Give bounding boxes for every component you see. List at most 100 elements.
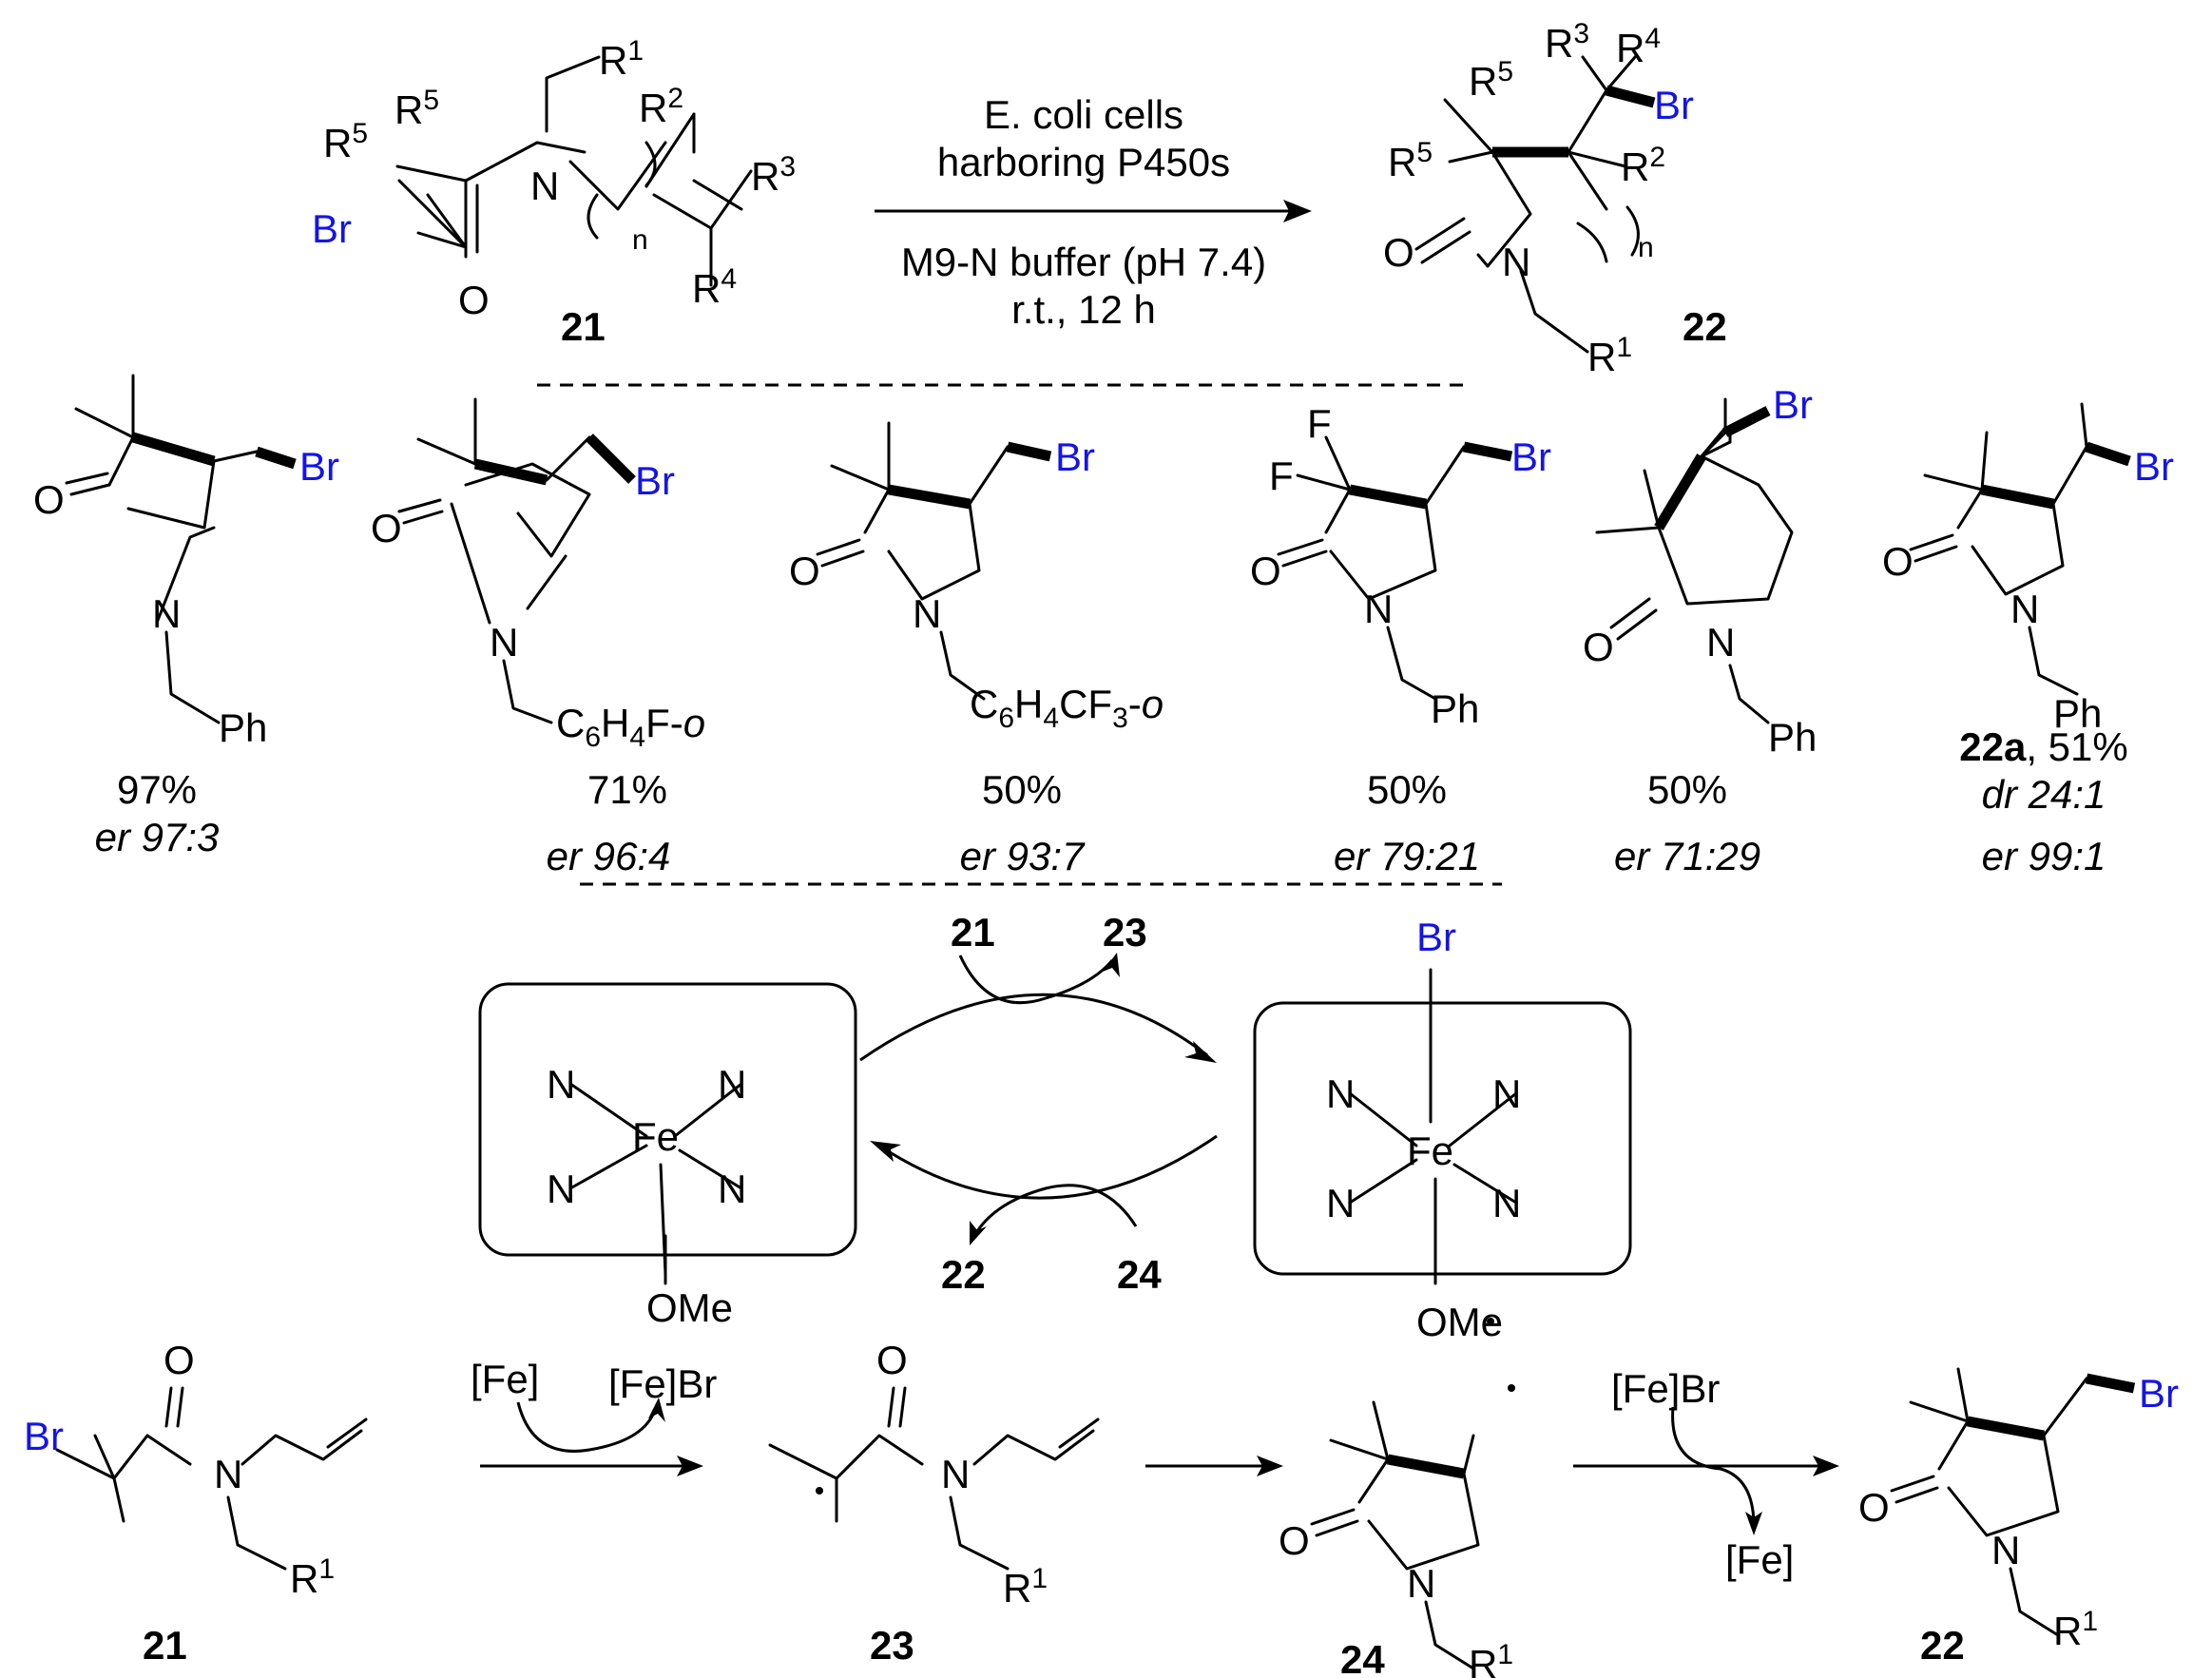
n-label: N	[941, 1452, 970, 1496]
r1-label: R1	[599, 35, 644, 83]
mechanism-21: Br O N R1 21	[24, 1338, 368, 1668]
r1-label: R1	[1587, 332, 1632, 379]
reagent-label: [Fe]	[471, 1357, 539, 1401]
br-label: Br	[312, 206, 352, 251]
conditions-line3: M9-N buffer (pH 7.4)	[901, 240, 1266, 284]
n-label: N	[718, 1062, 746, 1107]
compound-id: 22	[1683, 304, 1727, 349]
n-label: N	[214, 1452, 242, 1496]
f-label: F	[1307, 401, 1332, 446]
compound-id: 23	[870, 1623, 914, 1668]
heme-fe-br: Br N N N N Fe OMe	[1253, 915, 1632, 1344]
r5-label: R5	[323, 118, 368, 165]
mechanism-arrow-1: [Fe] [Fe]Br	[471, 1357, 717, 1476]
n-subscript: n	[1638, 232, 1654, 263]
reaction-arrow: E. coli cells harboring P450s M9-N buffe…	[875, 92, 1312, 332]
product-22: O N R5 R5 R3 R4 Br R2 n R1 22	[1383, 18, 1727, 379]
n-label: N	[1407, 1561, 1435, 1606]
er-value: er 79:21	[1334, 834, 1480, 878]
mechanism-arrow-2-head	[1257, 1456, 1283, 1476]
heme-fe-ii: N N N N Fe OMe	[478, 982, 857, 1330]
br-label: Br	[1055, 434, 1095, 479]
aryl-label: C6H4F-o	[556, 701, 705, 753]
yield: 50%	[1647, 767, 1727, 812]
o-label: O	[371, 506, 402, 550]
n-label: N	[1502, 240, 1530, 284]
r1-label: R1	[1003, 1563, 1048, 1610]
scope-entry-22a: O N Br Ph 22a, 51% dr 24:1 er 99:1	[1882, 402, 2174, 878]
r3-label: R3	[1545, 18, 1589, 66]
r2-label: R2	[639, 83, 683, 130]
o-label: O	[458, 278, 490, 322]
er-value: er 99:1	[1982, 834, 2106, 878]
r5-label: R5	[394, 85, 439, 132]
o-label: O	[1279, 1518, 1310, 1563]
n-label: N	[1492, 1071, 1521, 1116]
n-label: N	[1991, 1528, 2020, 1572]
n-label: N	[2010, 587, 2039, 631]
er-value: er 93:7	[960, 834, 1086, 878]
br-label: Br	[24, 1414, 64, 1458]
n-label: N	[490, 620, 518, 665]
o-label: O	[163, 1338, 195, 1382]
r5-label: R5	[1388, 137, 1433, 184]
conditions-line4: r.t., 12 h	[1011, 287, 1156, 332]
o-label: O	[1583, 625, 1614, 669]
n-subscript: n	[632, 224, 648, 256]
n-label: N	[718, 1167, 746, 1211]
n-label: N	[913, 591, 941, 636]
compound-id: 21	[561, 304, 606, 349]
compound-id: 22	[1920, 1623, 1965, 1668]
o-label: O	[1250, 549, 1281, 593]
dr-value: dr 24:1	[1982, 772, 2106, 817]
o-label: O	[876, 1338, 908, 1382]
n-label: N	[547, 1062, 575, 1107]
f-label: F	[1269, 453, 1294, 498]
er-value: er 97:3	[95, 815, 220, 859]
n-label: N	[530, 164, 559, 208]
ph-label: Ph	[2053, 691, 2102, 736]
br-label: Br	[1511, 434, 1551, 479]
r1-label: R1	[2053, 1606, 2098, 1653]
fe-label: Fe	[1407, 1128, 1453, 1173]
o-label: O	[1858, 1485, 1890, 1530]
ome-label: OMe	[646, 1285, 733, 1330]
br-label: Br	[1654, 83, 1694, 127]
br-label: Br	[1773, 382, 1813, 427]
n-label: N	[547, 1167, 575, 1211]
compound-id: 24	[1340, 1637, 1385, 1678]
cycle-in-top: 21	[951, 910, 995, 955]
br-label: Br	[299, 444, 339, 489]
br-label: Br	[1416, 915, 1456, 959]
mechanism-24: O N R1 24	[1279, 1318, 1515, 1678]
n-label: N	[1706, 620, 1735, 665]
scope-entry-5: O N Br Ph 50% er 71:29	[1583, 382, 1817, 878]
reagent-label: [Fe]Br	[1611, 1366, 1720, 1411]
mechanism-22: O N Br R1 22	[1858, 1367, 2179, 1668]
n-label: N	[1326, 1181, 1355, 1225]
br-label: Br	[635, 458, 675, 503]
yield: 71%	[587, 767, 667, 812]
r1-label: R1	[1469, 1639, 1513, 1678]
substrate-21: R5 R5 Br O N R1 n R2 R3 R4 21	[312, 35, 796, 349]
conditions-line1: E. coli cells	[984, 92, 1183, 137]
cycle-out-top: 23	[1103, 910, 1147, 955]
cycle-arrows: 21 23 22 24	[859, 910, 1218, 1297]
mechanism-23: O N R1 23	[768, 1338, 1100, 1668]
r4-label: R4	[692, 263, 737, 311]
n-label: N	[1492, 1181, 1521, 1225]
er-value: er 71:29	[1614, 834, 1760, 878]
br-label: Br	[2139, 1371, 2179, 1416]
o-label: O	[789, 549, 820, 593]
ph-label: Ph	[219, 705, 267, 750]
cycle-in-bottom: 24	[1117, 1252, 1162, 1297]
yield: 50%	[982, 767, 1062, 812]
cycle-out-bottom: 22	[941, 1252, 986, 1297]
mechanism-arrow-3: [Fe]Br [Fe]	[1573, 1366, 1839, 1582]
aryl-label: C6H4CF3-o	[970, 682, 1164, 734]
r1-label: R1	[290, 1553, 335, 1601]
conditions-line2: harboring P450s	[937, 140, 1230, 184]
br-label: Br	[2134, 444, 2174, 489]
scope-entry-3: O N Br C6H4CF3-o 50% er 93:7	[789, 421, 1164, 878]
